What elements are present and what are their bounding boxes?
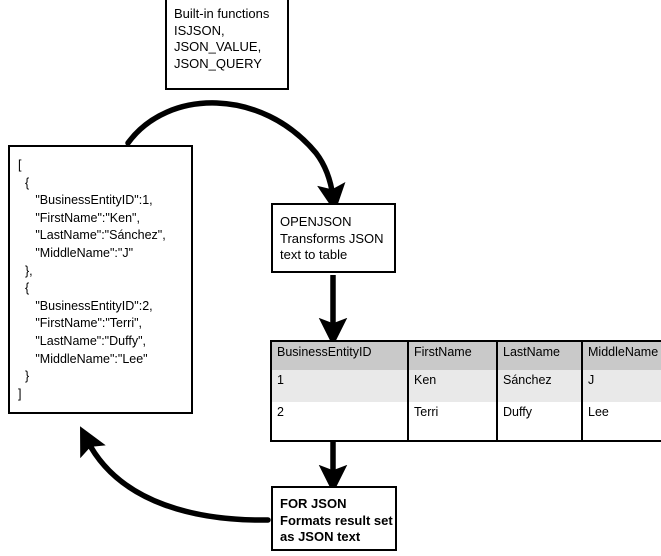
table-header-cell: MiddleName bbox=[588, 345, 659, 359]
json-document-text: [ { "BusinessEntityID":1, "FirstName":"K… bbox=[18, 158, 166, 401]
table-cell: Lee bbox=[588, 405, 609, 419]
table-cell: 2 bbox=[271, 402, 409, 441]
table-cell: Duffy bbox=[497, 402, 583, 441]
connector-builtin-to-openjson-icon bbox=[125, 100, 346, 213]
forjson-box: FOR JSON Formats result set as JSON text bbox=[271, 486, 397, 551]
result-table: BusinessEntityID FirstName LastName Midd… bbox=[270, 340, 661, 442]
openjson-box: OPENJSON Transforms JSON text to table bbox=[271, 203, 396, 273]
builtin-functions-text: Built-in functions ISJSON, JSON_VALUE, J… bbox=[174, 6, 270, 71]
openjson-text: OPENJSON Transforms JSON text to table bbox=[280, 214, 384, 262]
table-cell: Sánchez bbox=[497, 370, 583, 402]
builtin-functions-box: Built-in functions ISJSON, JSON_VALUE, J… bbox=[165, 0, 289, 90]
table-cell: Terri bbox=[408, 402, 498, 441]
table-header-row: BusinessEntityID FirstName LastName Midd… bbox=[271, 341, 661, 370]
table-header-cell: LastName bbox=[497, 341, 583, 370]
connector-forjson-to-json-document-icon bbox=[80, 426, 271, 523]
json-document-box: [ { "BusinessEntityID":1, "FirstName":"K… bbox=[8, 145, 193, 414]
forjson-text: FOR JSON Formats result set as JSON text bbox=[280, 496, 393, 544]
table-row: 1 Ken Sánchez J bbox=[271, 370, 661, 402]
table-row: 2 Terri Duffy Lee bbox=[271, 402, 661, 441]
table-cell: 1 bbox=[271, 370, 409, 402]
table-cell: J bbox=[588, 373, 595, 387]
table-header-cell: FirstName bbox=[408, 341, 498, 370]
table-header-cell: BusinessEntityID bbox=[271, 341, 409, 370]
table-cell: Ken bbox=[408, 370, 498, 402]
